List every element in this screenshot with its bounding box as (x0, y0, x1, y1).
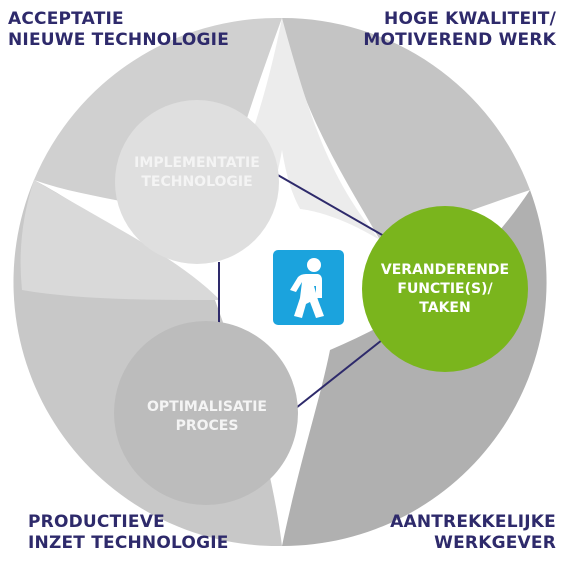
implementation-circle (115, 100, 279, 264)
corner-top-left-line1: ACCEPTATIE (8, 9, 124, 29)
corner-top-left: ACCEPTATIE NIEUWE TECHNOLOGIE (8, 9, 229, 51)
corner-top-left-line2: NIEUWE TECHNOLOGIE (8, 30, 230, 50)
corner-bottom-right-line1: AANTREKKELIJKE (390, 512, 556, 532)
corner-bottom-right: AANTREKKELIJKE WERKGEVER (390, 512, 556, 554)
connector-impl-function (275, 173, 385, 237)
function-label-line3: TAKEN (419, 300, 471, 316)
walking-person-icon (273, 250, 344, 325)
function-label: VERANDERENDE FUNCTIE(S)/ TAKEN (360, 261, 530, 318)
implementation-label: IMPLEMENTATIE TECHNOLOGIE (112, 154, 282, 192)
optimization-label-line1: OPTIMALISATIE (147, 399, 267, 415)
optimization-circle (114, 321, 298, 505)
corner-top-right-line1: HOGE KWALITEIT/ (384, 9, 556, 29)
optimization-label-line2: PROCES (175, 418, 239, 434)
corner-top-right: HOGE KWALITEIT/ MOTIVEREND WERK (363, 9, 556, 51)
implementation-label-line2: TECHNOLOGIE (141, 174, 253, 190)
corner-top-right-line2: MOTIVEREND WERK (363, 30, 556, 50)
function-label-line1: VERANDERENDE (380, 262, 510, 278)
function-label-line2: FUNCTIE(S)/ (397, 281, 493, 297)
corner-bottom-right-line2: WERKGEVER (434, 533, 556, 553)
implementation-label-line1: IMPLEMENTATIE (134, 155, 260, 171)
function-circle (362, 206, 528, 372)
quadrant-top-right (282, 17, 530, 240)
petal-left (20, 180, 220, 300)
optimization-label: OPTIMALISATIE PROCES (122, 398, 292, 436)
connector-opt-function (295, 339, 383, 409)
corner-bottom-left-line1: PRODUCTIEVE (28, 512, 165, 532)
corner-bottom-left: PRODUCTIEVE INZET TECHNOLOGIE (28, 512, 229, 554)
corner-bottom-left-line2: INZET TECHNOLOGIE (28, 533, 229, 553)
